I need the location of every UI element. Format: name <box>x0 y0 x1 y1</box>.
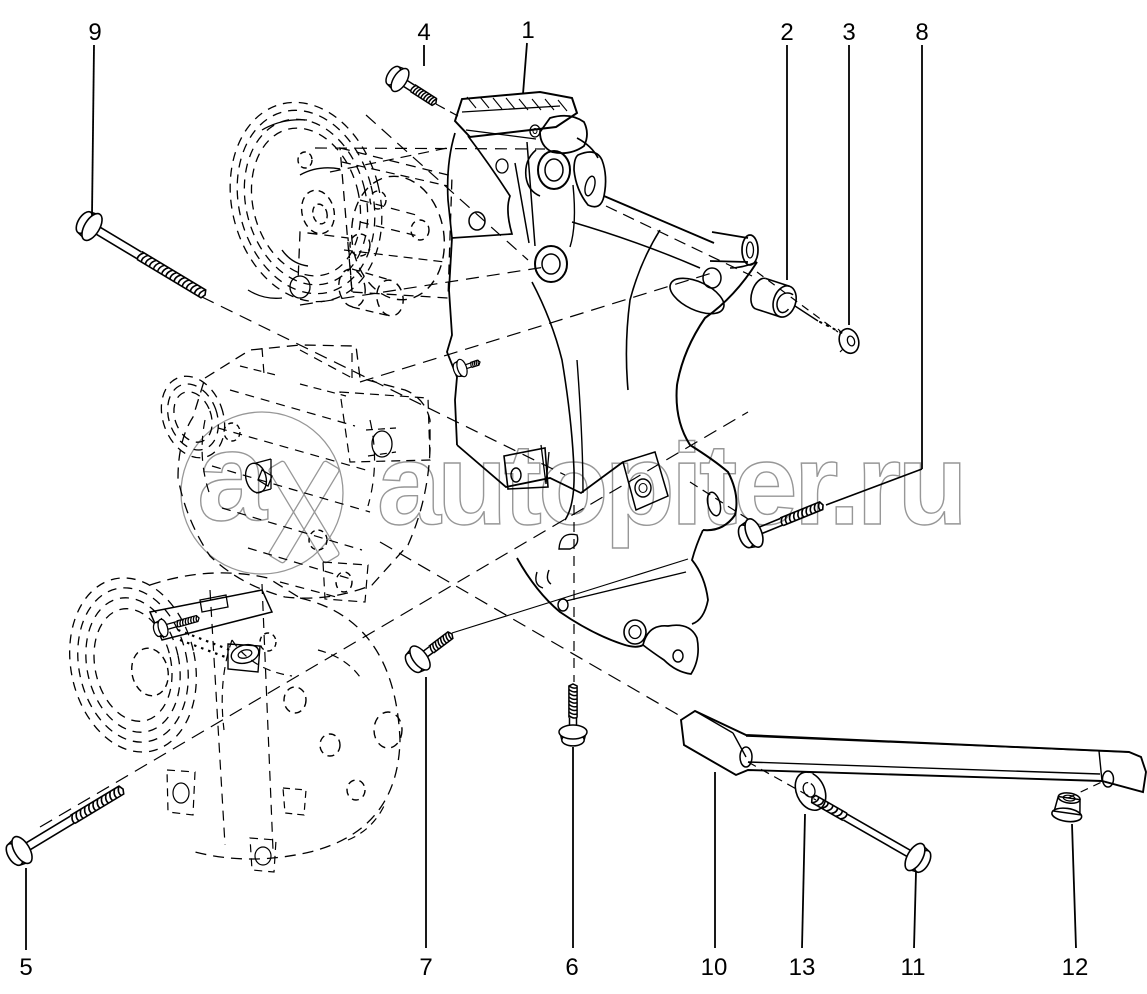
svg-text:3: 3 <box>842 19 855 46</box>
svg-text:6: 6 <box>565 954 578 981</box>
svg-text:autopiter.ru: autopiter.ru <box>377 421 964 549</box>
svg-text:8: 8 <box>915 19 928 46</box>
svg-text:a: a <box>197 406 268 547</box>
svg-text:5: 5 <box>19 954 32 981</box>
svg-text:12: 12 <box>1062 954 1089 981</box>
svg-text:1: 1 <box>521 17 534 44</box>
svg-text:9: 9 <box>88 19 101 46</box>
svg-text:13: 13 <box>789 954 816 981</box>
svg-text:4: 4 <box>417 19 430 46</box>
svg-text:2: 2 <box>780 19 793 46</box>
svg-text:7: 7 <box>419 954 432 981</box>
svg-text:10: 10 <box>701 954 728 981</box>
svg-text:11: 11 <box>901 954 926 981</box>
